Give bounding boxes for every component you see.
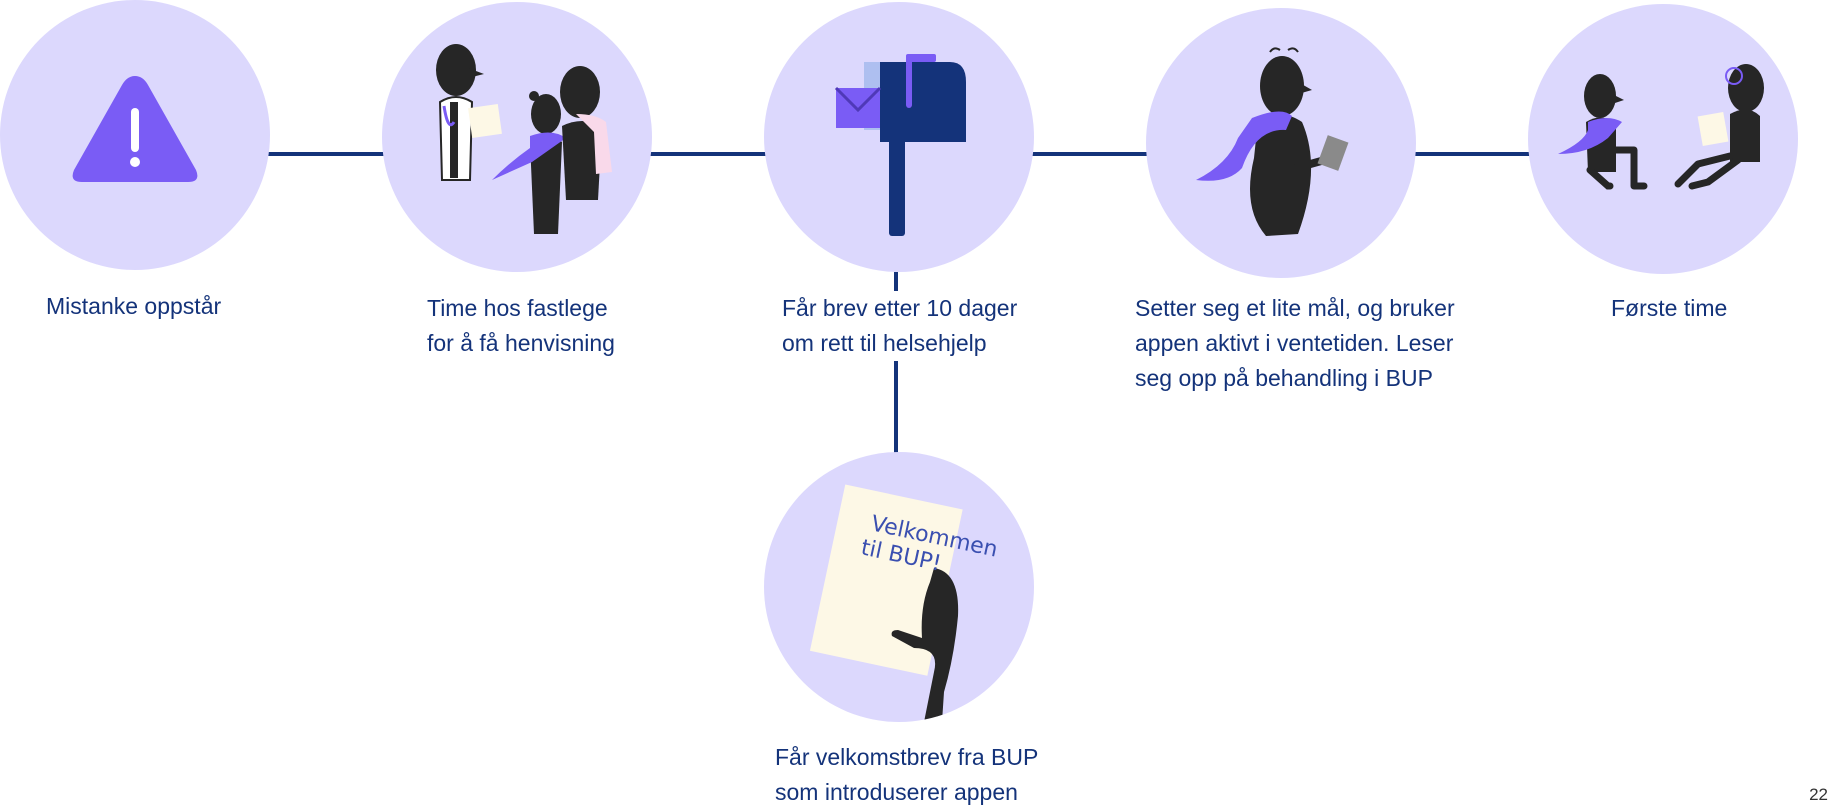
connector-2-3 [650,152,766,156]
step-4-label: Setter seg et lite mål, og bruker appen … [1135,291,1455,396]
step-2-circle [382,2,652,272]
connector-1-2 [268,152,384,156]
therapy-session-icon [1558,64,1764,190]
step-5-label: Første time [1611,291,1728,326]
connector-3-6 [894,272,898,454]
step-3-circle [764,2,1034,272]
connector-4-5 [1414,152,1530,156]
warning-icon [72,76,198,182]
step-2-label: Time hos fastlege for å få henvisning [427,291,615,361]
welcome-letter-icon: Velkommen til BUP! [809,484,1000,722]
doctor-visit-icon [436,44,612,234]
step-1-label: Mistanke oppstår [46,289,222,324]
step-6-label: Får velkomstbrev fra BUP som introdusere… [775,740,1039,810]
person-with-tablet-icon [1196,47,1349,236]
page-number: 22 [1809,785,1828,804]
step-1-circle [0,0,270,270]
mailbox-icon [834,54,966,236]
connector-3-4 [1032,152,1148,156]
step-6-circle: Velkommen til BUP! [764,452,1034,722]
step-4-circle [1146,8,1416,278]
step-5-circle [1528,4,1798,274]
step-3-label: Får brev etter 10 dager om rett til hels… [782,291,1018,361]
